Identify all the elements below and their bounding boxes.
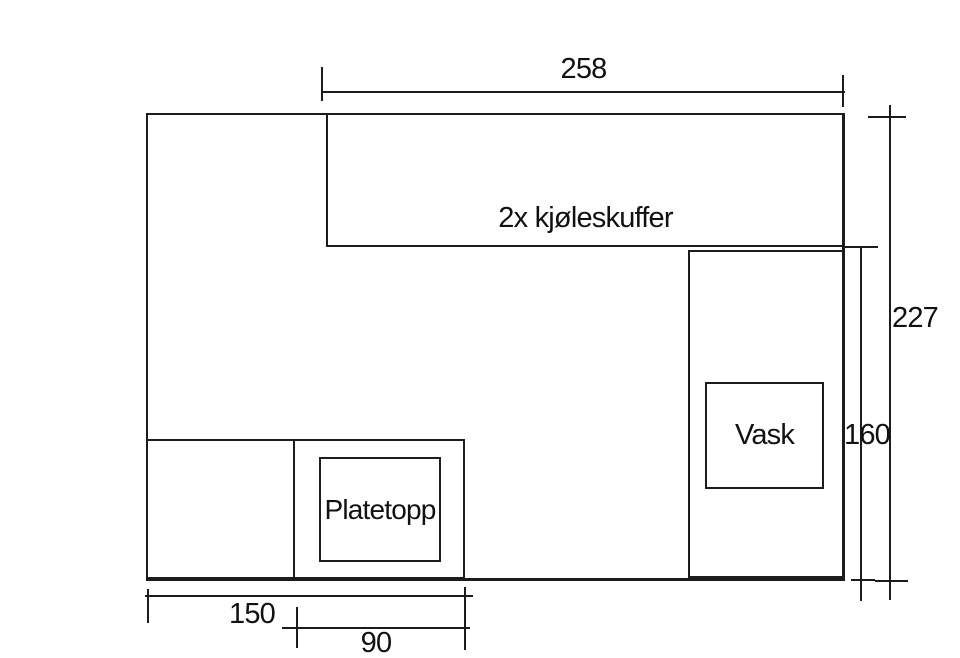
- dimension-tick: [845, 246, 878, 248]
- dimension-line-sink-run-height: [860, 247, 862, 601]
- dimension-value-counter-width: 150: [229, 598, 276, 630]
- cooktop-cabinet: [293, 439, 465, 579]
- fridge-drawers-label: 2x kjøleskuffer: [498, 202, 673, 234]
- dimension-value-top-width: 258: [560, 53, 608, 85]
- dimension-tick: [851, 579, 875, 581]
- dimension-line-top-width: [322, 91, 845, 93]
- dimension-value-sink-run-height: 160: [844, 419, 891, 451]
- cooktop-label: Platetopp: [324, 493, 436, 525]
- dimension-tick: [147, 589, 149, 623]
- dimension-tick: [842, 75, 844, 107]
- dimension-line-cooktop-width: [282, 627, 470, 629]
- sink-cabinet: [688, 250, 845, 578]
- cooktop-box: Platetopp: [319, 457, 441, 562]
- sink-label: Vask: [734, 419, 795, 451]
- dimension-tick: [296, 607, 298, 648]
- dimension-tick: [875, 580, 908, 582]
- dimension-value-cooktop-width: 90: [360, 627, 392, 658]
- dimension-tick: [868, 116, 906, 118]
- dimension-tick: [464, 587, 466, 650]
- fridge-drawers-cabinet: [326, 113, 845, 247]
- dimension-value-right-total-height: 227: [892, 302, 939, 334]
- dimension-line-right-total-height: [889, 105, 891, 600]
- dimension-line-counter-width: [145, 595, 473, 597]
- sink-box: Vask: [705, 382, 824, 489]
- dimension-tick: [321, 67, 323, 101]
- counter-left-section: [146, 439, 295, 579]
